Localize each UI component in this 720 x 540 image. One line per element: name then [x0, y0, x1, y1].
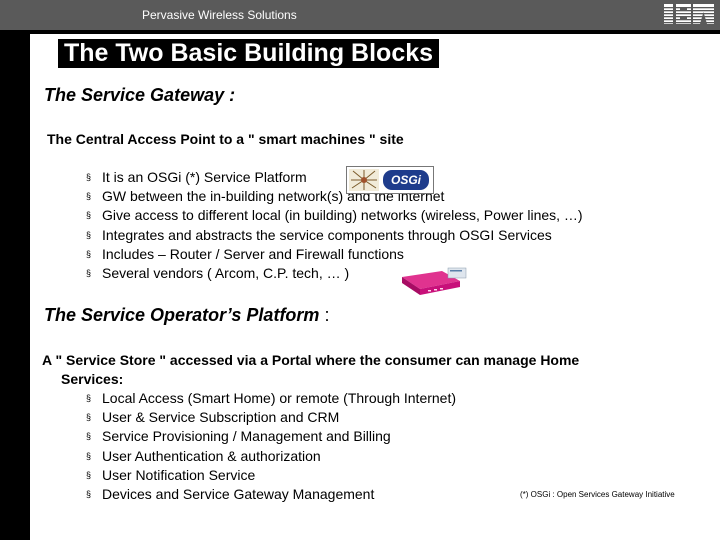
- gateway-bullet-item: Several vendors ( Arcom, C.P. tech, … ): [102, 265, 350, 281]
- gateway-bullet-item: Integrates and abstracts the service com…: [102, 226, 552, 243]
- gateway-bullet-item: Give access to different local (in build…: [102, 207, 583, 224]
- operator-heading: The Service Operator’s Platform :: [44, 305, 329, 326]
- operator-bullet-item: User Authentication & authorization: [102, 447, 321, 464]
- operator-bullet-item: Devices and Service Gateway Management: [102, 486, 375, 502]
- operator-bullet-item: Service Provisioning / Management and Bi…: [102, 428, 391, 445]
- page-title: The Two Basic Building Blocks: [58, 39, 440, 68]
- footnote: (*) OSGi : Open Services Gateway Initiat…: [520, 490, 675, 499]
- bullet-marker: §: [86, 450, 92, 461]
- gateway-bullet-item: Includes – Router / Server and Firewall …: [102, 245, 404, 262]
- brand-text: Pervasive Wireless Solutions: [142, 8, 297, 22]
- ibm-logo: [662, 1, 716, 27]
- bullet-marker: §: [86, 210, 92, 221]
- bullet-marker: §: [86, 393, 92, 403]
- header-bar: Pervasive Wireless Solutions: [0, 0, 720, 30]
- gateway-heading: The Service Gateway :: [44, 85, 236, 105]
- gateway-bullet-item: It is an OSGi (*) Service Platform: [102, 169, 307, 185]
- bullet-marker: §: [86, 229, 92, 240]
- gateway-intro: The Central Access Point to a " smart ma…: [47, 131, 404, 147]
- content-panel: [30, 34, 720, 540]
- operator-heading-suffix: :: [319, 305, 330, 325]
- operator-bullet-item: User Notification Service: [102, 466, 256, 483]
- operator-intro-line-1: A " Service Store " accessed via a Porta…: [42, 352, 580, 368]
- operator-intro-line-2: Services:: [61, 371, 124, 387]
- bullet-marker: §: [86, 489, 92, 499]
- bullet-marker: §: [86, 191, 92, 202]
- operator-bullet-item: User & Service Subscription and CRM: [102, 409, 340, 426]
- bullet-marker: §: [86, 469, 92, 480]
- router-device-image: [398, 267, 468, 299]
- operator-heading-text: The Service Operator’s Platform: [44, 305, 320, 325]
- osgi-logo-text: OSGi: [391, 173, 422, 187]
- bullet-marker: §: [86, 412, 92, 423]
- bullet-marker: §: [86, 248, 92, 259]
- bullet-marker: §: [86, 431, 92, 442]
- bullet-marker: §: [86, 268, 92, 278]
- osgi-logo: OSGi: [346, 166, 434, 194]
- operator-bullet-item: Local Access (Smart Home) or remote (Thr…: [102, 390, 457, 406]
- bullet-marker: §: [86, 172, 92, 182]
